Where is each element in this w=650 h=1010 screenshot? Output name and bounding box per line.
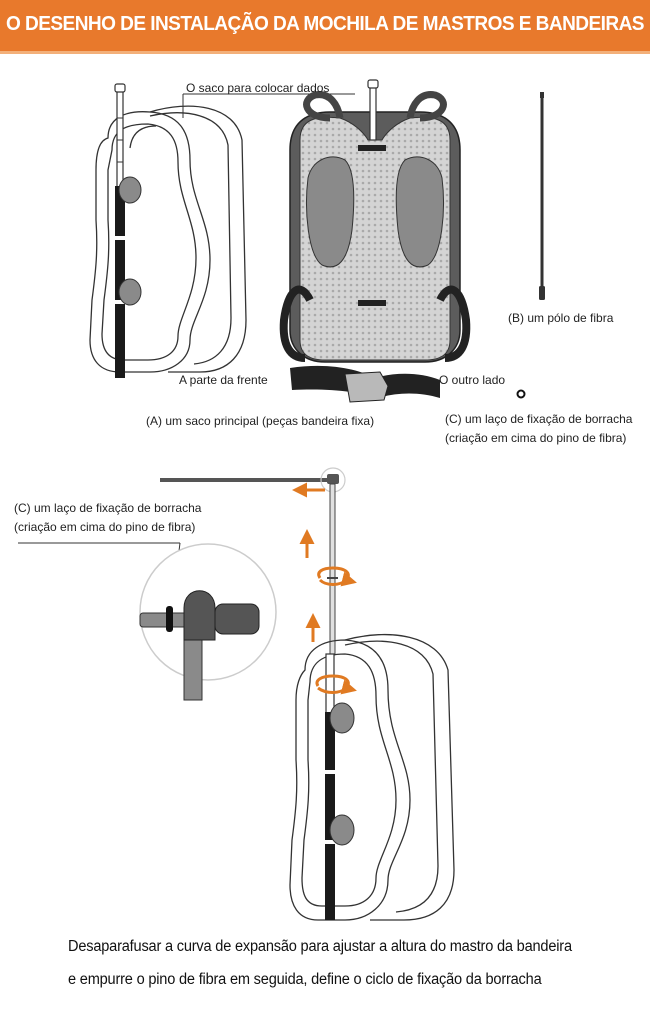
zoom-pin-vertical [183,639,203,701]
left-lumbar-pad [306,156,355,268]
backpack-back-view [279,79,471,403]
backpack-assembled-view [289,634,455,921]
fiber-pole [539,92,545,300]
top-joint [327,474,339,484]
page-title: O DESENHO DE INSTALAÇÃO DA MOCHILA DE MA… [6,12,645,35]
backpack-outer-shell [149,105,247,373]
main-bag-label: (A) um saco principal (peças bandeira fi… [146,414,375,428]
fiber-pole-label: (B) um pólo de fibra [508,311,614,325]
direction-arrows [292,482,357,695]
dice-bag-flap [129,125,157,149]
mast-on-assembled-view [325,653,355,920]
right-shoulder-strap [406,91,447,122]
rubber-loop-note: (criação em cima do pino de fibra) [445,431,627,445]
callout-zoom [18,542,277,701]
caption-line-2: e empurre o pino de fibra em seguida, de… [68,971,542,988]
zoom-rubber-loop [166,606,173,632]
backpack-inner-shell [149,112,232,365]
front-side-label: A parte da frente [179,373,268,387]
belt-buckle [344,371,389,403]
callout-note: (criação em cima do pino de fibra) [14,520,196,534]
assembled-body [289,639,411,921]
right-hip-strap [436,285,471,362]
back-view-mast-top [369,84,377,141]
left-shoulder-strap [303,91,344,122]
back-view-mast-cap [367,79,379,89]
left-hip-strap [279,285,314,362]
bottom-grid-marks [358,300,386,306]
backpack-side-view [89,105,247,373]
rubber-loop-label: (C) um laço de fixação de borracha [445,412,633,426]
callout-title: (C) um laço de fixação de borracha [14,501,202,515]
rubber-loop [516,389,526,399]
backpack-front-panel [101,123,197,361]
zoom-joint-cap [183,590,216,641]
other-side-label: O outro lado [439,373,506,387]
caption-line-1: Desaparafusar a curva de expansão para a… [68,938,572,955]
dice-bag-label: O saco para colocar dados [186,81,330,95]
rotate-arrow-icon [317,566,350,586]
assembled-front-panel [301,653,397,907]
right-lumbar-pad [395,156,444,268]
assembled-inner-shell [344,640,439,913]
top-grid-marks [358,145,386,151]
backpack-body [89,111,211,373]
rotate-arrow-icon [315,674,350,694]
zoom-joint-knob [214,603,260,635]
mast-on-side-view [114,83,142,378]
assembled-outer-shell [344,634,455,921]
title-banner: O DESENHO DE INSTALAÇÃO DA MOCHILA DE MA… [0,0,650,54]
